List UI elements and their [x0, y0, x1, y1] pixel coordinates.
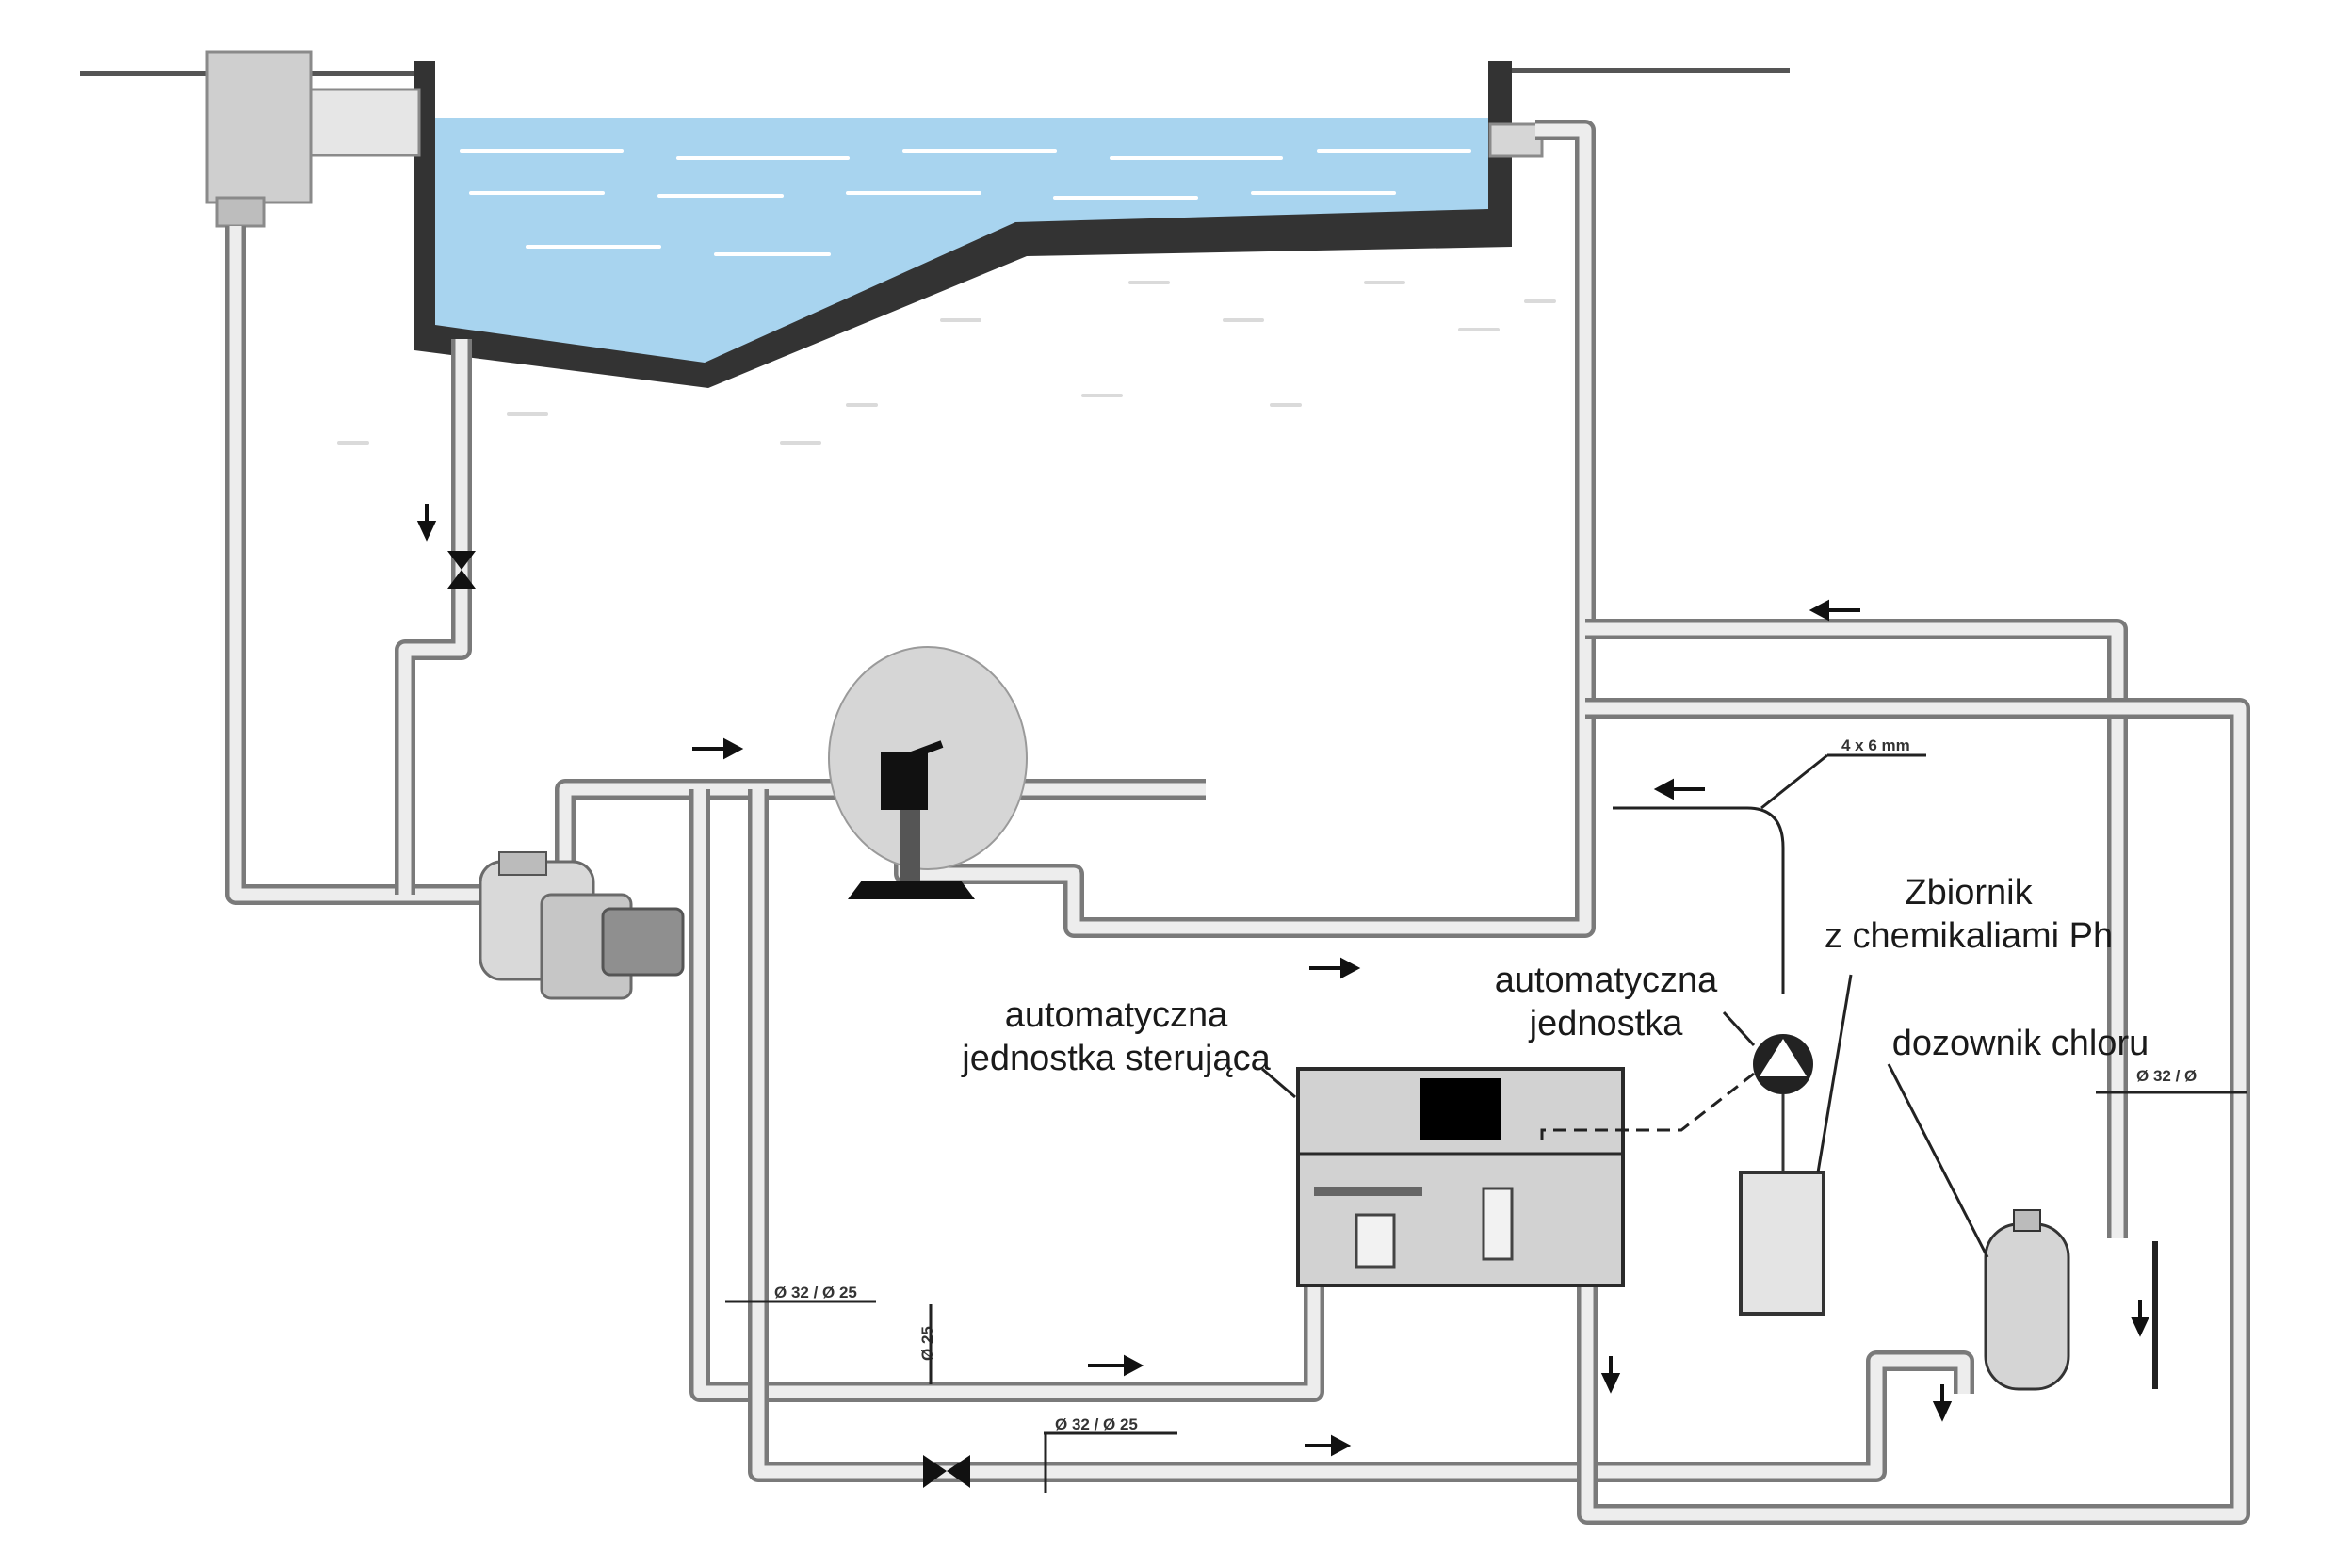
chlorine-feeder: [1984, 1209, 2158, 1391]
dosing-pump: [1540, 1034, 1825, 1316]
valves: [447, 551, 970, 1488]
sand-filter: [828, 646, 1028, 899]
pool: [414, 61, 1512, 388]
label-ph-tank: Zbiornik z chemikaliami Ph: [1824, 873, 2114, 956]
label-auto-unit: automatyczna jednostka: [1494, 961, 1718, 1043]
dim-hose: 4 x 6 mm: [1841, 736, 1910, 754]
soil-texture: [337, 281, 1556, 445]
dim-bottom-line: Ø 32 / Ø 25: [1055, 1415, 1138, 1433]
dim-left-branch: Ø 32 / Ø 25: [774, 1284, 857, 1301]
skimmer: [205, 50, 421, 228]
return-inlet: [1488, 122, 1544, 158]
dim-right-branch: Ø 32 / Ø: [2136, 1067, 2197, 1085]
label-control-unit: automatyczna jednostka sterująca: [962, 995, 1271, 1078]
pool-water: [424, 118, 1488, 375]
pump: [479, 851, 685, 1000]
pool-wall: [414, 61, 1512, 388]
pipe-network: [225, 120, 2250, 1525]
hose-leader: [1760, 753, 1828, 810]
label-chlorine-feeder: dozownik chloru: [1891, 1024, 2149, 1063]
dosing-hose: [1613, 806, 1785, 994]
dim-vertical: Ø 25: [918, 1326, 936, 1361]
flow-arrows: [416, 504, 2150, 1457]
control-unit-box: [1296, 1067, 1625, 1287]
